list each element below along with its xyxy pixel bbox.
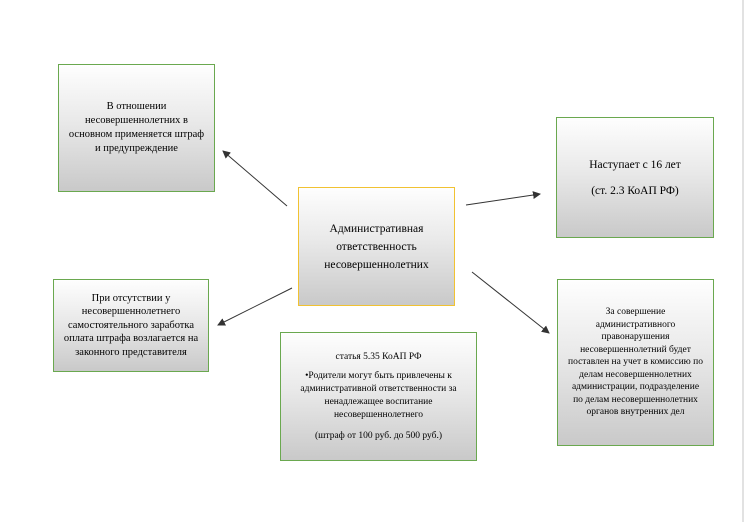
box-top-right-line2: (ст. 2.3 КоАП РФ) [591, 184, 679, 197]
box-bottom-middle-article: статья 5.35 КоАП РФ [335, 351, 422, 362]
arrow-to-bottom-left [217, 287, 293, 326]
box-center: Административная ответственность несовер… [298, 187, 455, 306]
box-top-right: Наступает с 16 лет (ст. 2.3 КоАП РФ) [556, 117, 714, 238]
box-bottom-middle-fine: (штраф от 100 руб. до 500 руб.) [314, 430, 443, 441]
box-bottom-left-text: При отсутствии у несовершеннолетнего сам… [63, 292, 199, 358]
box-bottom-left: При отсутствии у несовершеннолетнего сам… [53, 279, 209, 372]
box-top-left: В отношении несовершеннолетних в основно… [58, 64, 215, 192]
arrow-to-bottom-right [471, 271, 550, 334]
box-bottom-middle-body: •Родители могут быть привлечены к админи… [300, 370, 457, 420]
box-bottom-right-text: За совершение административного правонар… [568, 307, 703, 418]
box-top-right-line1: Наступает с 16 лет [589, 158, 681, 171]
page-edge-divider [742, 0, 744, 522]
box-center-text: Административная ответственность несовер… [324, 222, 429, 271]
box-top-left-text: В отношении несовершеннолетних в основно… [68, 101, 205, 154]
box-bottom-middle: статья 5.35 КоАП РФ •Родители могут быть… [280, 332, 477, 461]
arrow-to-top-left [222, 150, 288, 207]
box-bottom-right: За совершение административного правонар… [557, 279, 714, 446]
arrow-to-top-right [465, 191, 541, 206]
